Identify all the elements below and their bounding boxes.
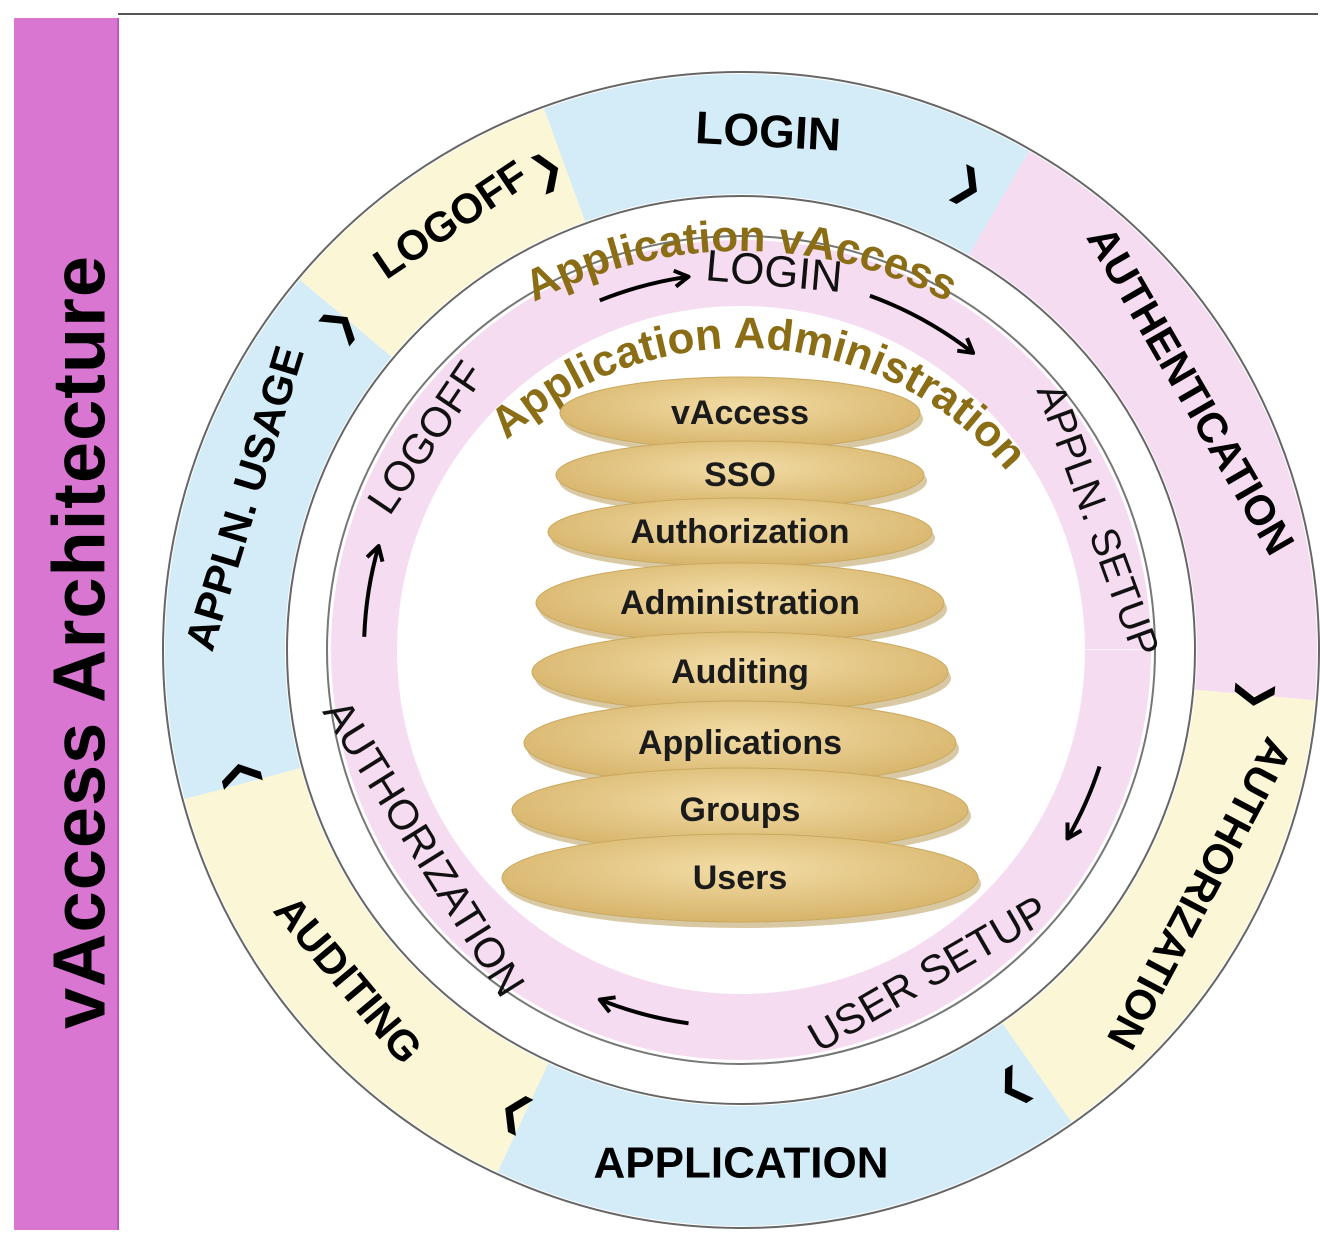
arrowhead-icon [956, 337, 976, 355]
outer-step-login: LOGIN [694, 101, 842, 161]
flow-arrows [362, 268, 1102, 1026]
layer-label: Applications [638, 724, 842, 762]
layer-label: Groups [680, 791, 801, 829]
outer-ring-segment-4 [497, 1023, 1072, 1226]
layer-label: Authorization [630, 513, 849, 551]
layer-label: vAccess [671, 394, 809, 432]
outer-ring-segment-7 [299, 108, 586, 357]
outer-ring [162, 71, 1320, 1229]
layer-label: Users [693, 859, 788, 897]
inner-step-login: LOGIN [704, 241, 845, 302]
layer-disc [501, 833, 979, 923]
flow-arrow-5 [362, 545, 381, 637]
flow-arrow-4 [599, 997, 689, 1026]
arrowhead-icon [672, 268, 691, 289]
layer-sso: SSO [555, 440, 927, 515]
flow-arrow-2 [869, 293, 975, 355]
sidebar: vAccess Architecture [14, 18, 121, 1230]
arrowhead-icon [1065, 822, 1083, 841]
chevron-icon: ❯ [1233, 676, 1282, 713]
layer-authorization: Authorization [547, 497, 935, 572]
layer-auditing: Auditing [531, 631, 951, 718]
outer-ring-segment-6 [164, 279, 392, 800]
outer-ring-segment-5 [184, 768, 549, 1173]
outer-ring-segment-1 [543, 73, 1029, 256]
arrowhead-icon [597, 995, 616, 1014]
layer-groups: Groups [511, 767, 971, 858]
outer-ring-segment-3 [1002, 689, 1315, 1122]
layer-label: Administration [620, 584, 860, 622]
outer-ring-segment-2 [969, 151, 1317, 701]
layer-administration: Administration [535, 562, 947, 649]
layer-users: Users [501, 833, 981, 928]
layer-applications: Applications [523, 700, 959, 791]
outer-ring-inner-border [286, 195, 1196, 1105]
inner-ring [326, 235, 1156, 1065]
flow-arrow-1 [599, 274, 689, 303]
layer-vaccess: vAccess [559, 376, 923, 455]
outer-ring-border [162, 71, 1320, 1229]
inner-ring-border [326, 235, 1156, 1065]
arrowhead-icon [365, 544, 385, 563]
layer-label: SSO [704, 456, 776, 494]
outer-step-application: APPLICATION [594, 1139, 889, 1188]
layer-label: Auditing [671, 653, 809, 691]
